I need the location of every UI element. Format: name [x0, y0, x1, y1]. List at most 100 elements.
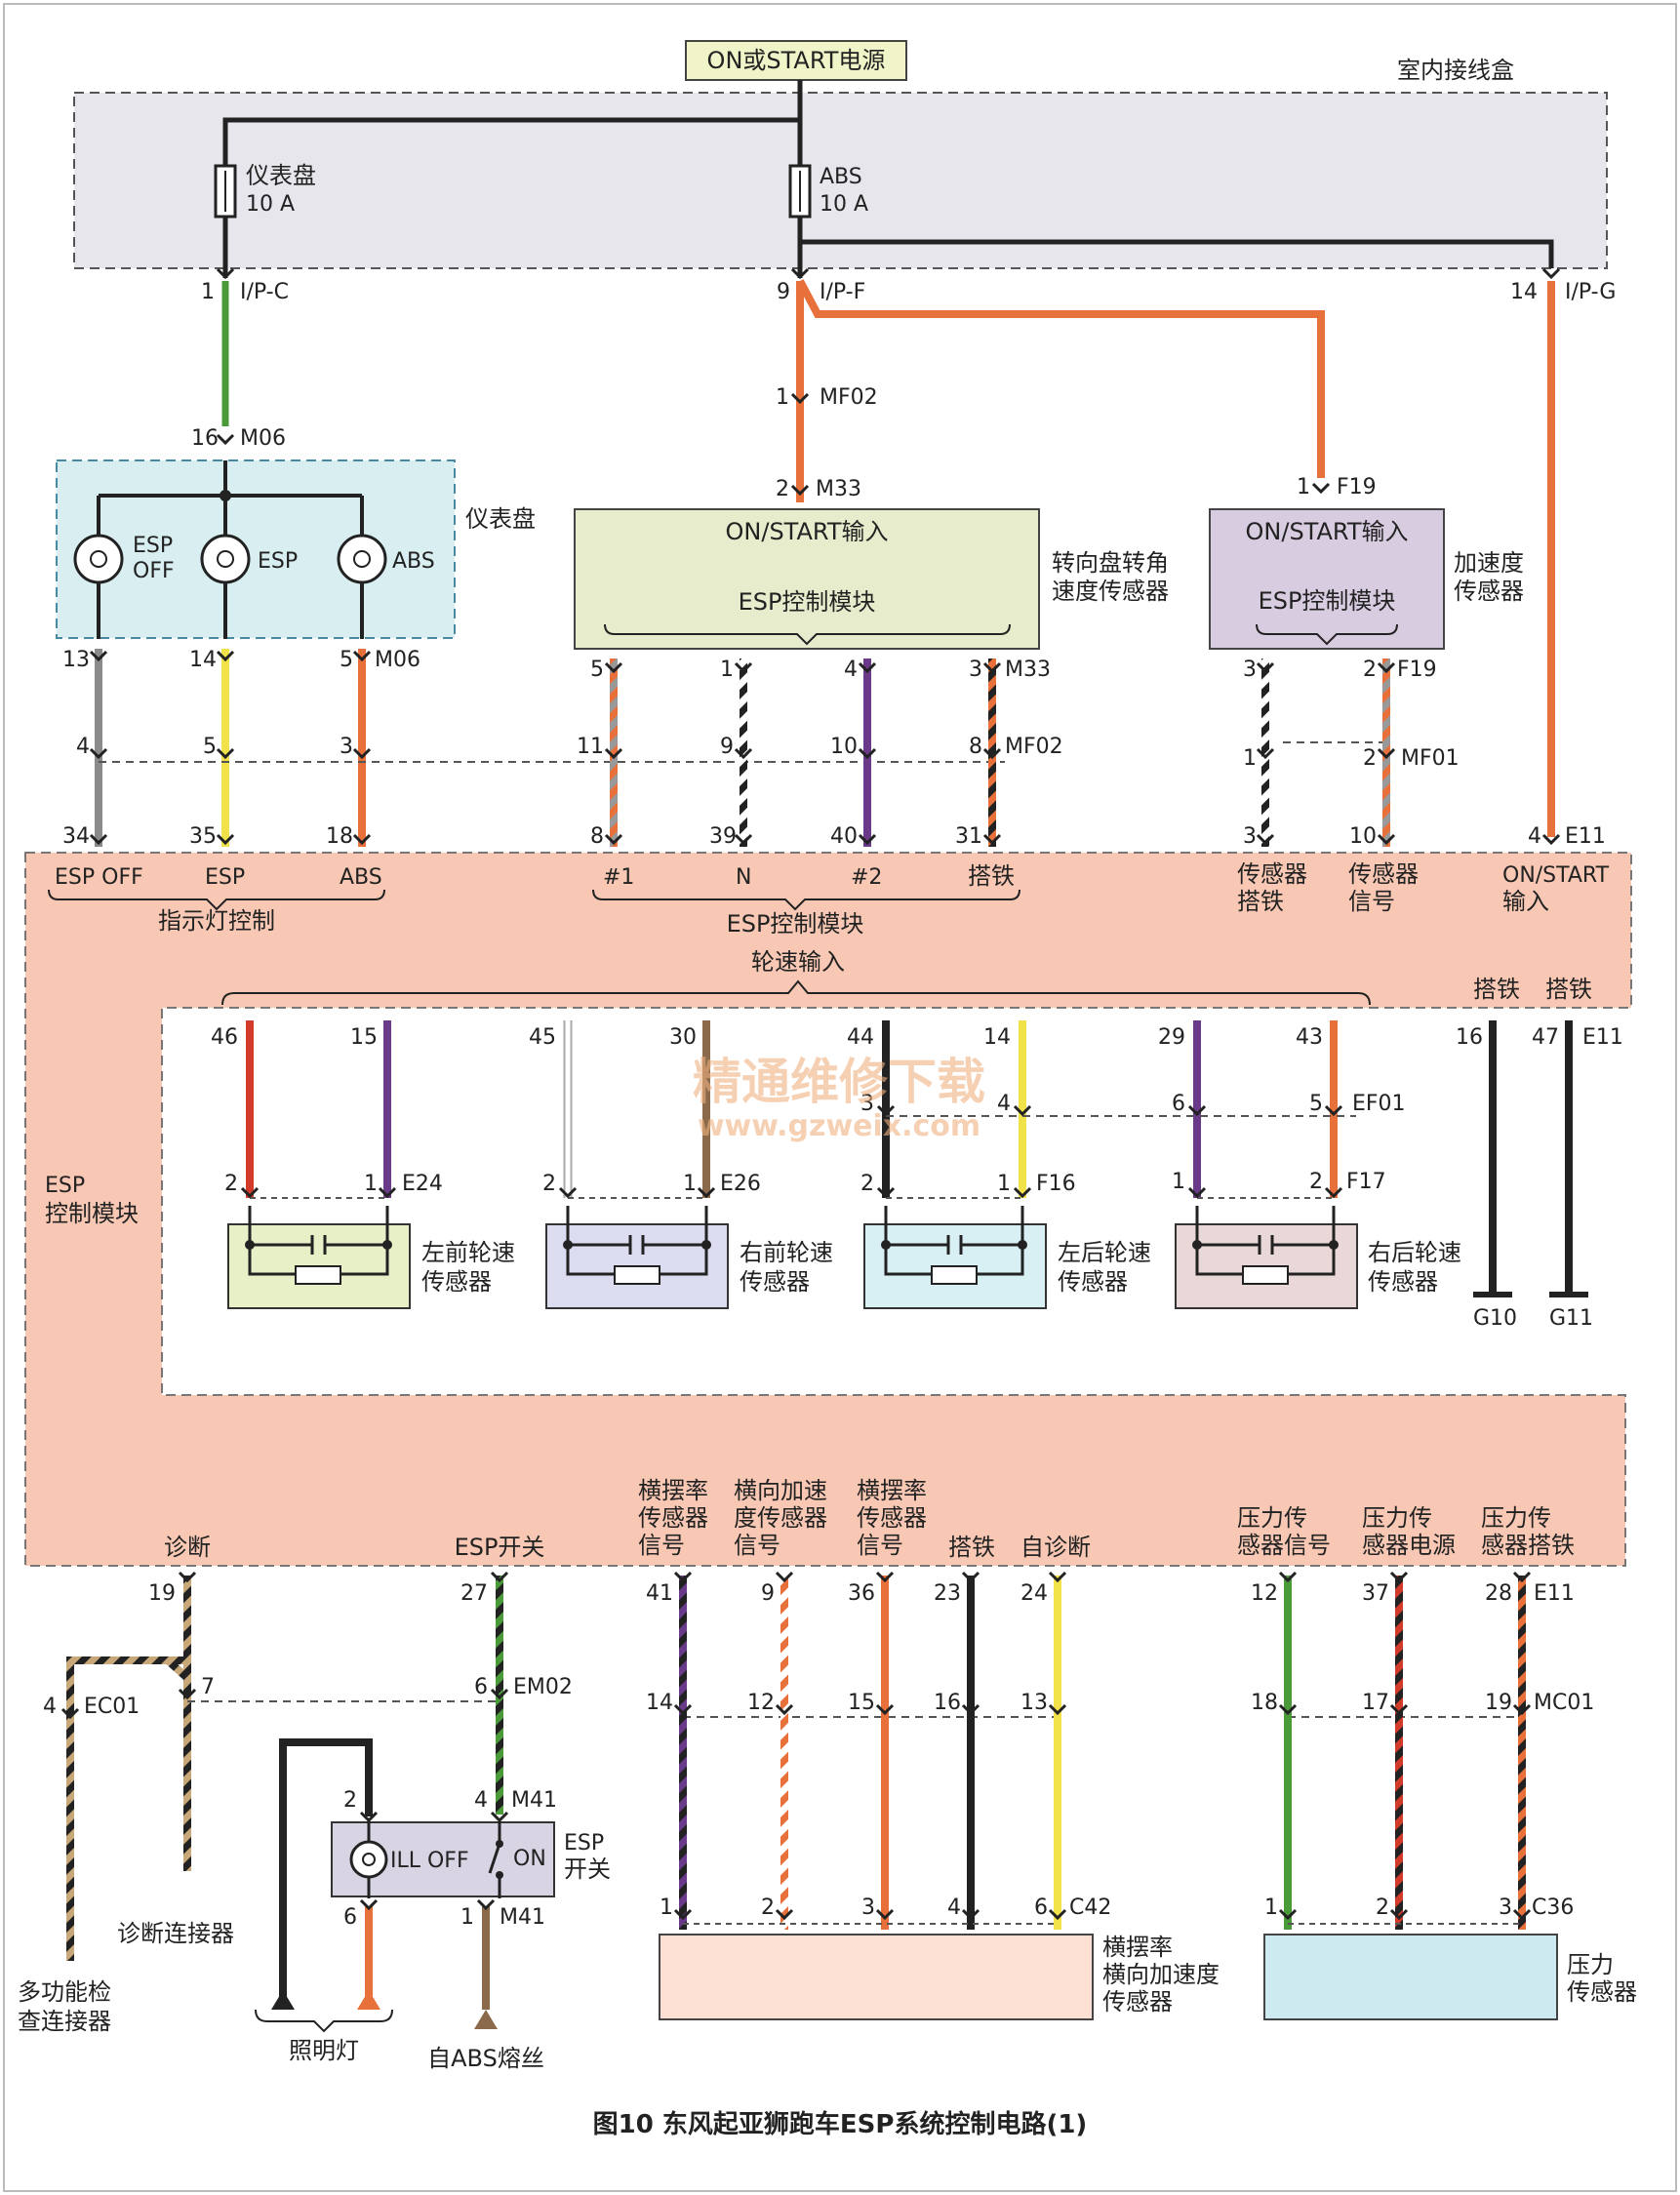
figure-caption: 图10 东风起亚狮跑车ESP系统控制电路(1): [593, 2109, 1088, 2139]
connector-label: E11: [1534, 1581, 1575, 1606]
connector-chevron: [216, 747, 235, 760]
connector-chevron: [1048, 1908, 1067, 1921]
connector-chevron: [1256, 833, 1275, 846]
ecu-bottom-label: 感器搭铁: [1481, 1532, 1575, 1559]
pin-label: 14: [646, 1691, 673, 1715]
pin-label: 9: [720, 735, 734, 759]
ecu-bottom-label: 诊断: [164, 1534, 211, 1561]
connector-chevron: [604, 747, 623, 760]
connector-chevron: [1278, 1571, 1298, 1583]
ecu-pin-label: ABS: [340, 865, 382, 890]
lamp-label: OFF: [133, 559, 175, 583]
connector-label: MC01: [1534, 1691, 1594, 1715]
pin-label: 15: [350, 1025, 378, 1050]
connector-chevron: [216, 650, 235, 662]
connector-chevron: [1278, 1703, 1298, 1716]
connector-chevron: [1256, 661, 1275, 674]
ecu-ground-label: 搭铁: [1473, 976, 1520, 1003]
pin-label: 3: [860, 1092, 874, 1116]
connector-label: M33: [816, 477, 861, 501]
ecu-pin-label: N: [736, 865, 751, 890]
ecu-bottom-label: 传感器: [857, 1504, 927, 1532]
ecu-bottom-label: 搭铁: [948, 1534, 995, 1561]
pin-label: 4: [474, 1788, 488, 1813]
pin-label: 1: [720, 658, 734, 682]
wheel-sensor-rf: [545, 1206, 729, 1309]
connector-label: E11: [1582, 1025, 1623, 1050]
pin-label: 34: [62, 824, 90, 849]
pin-label: 41: [646, 1581, 673, 1606]
pin-label: 1: [460, 1905, 474, 1930]
connector-chevron: [1278, 1908, 1298, 1921]
lamp-icon: [73, 534, 124, 584]
pin-label: 8: [969, 735, 982, 759]
wheel-sensor-rr: [1175, 1206, 1358, 1309]
connector-chevron: [476, 1898, 496, 1911]
fuse-rating: 10 A: [820, 192, 868, 217]
power-source-label: ON或START电源: [707, 47, 886, 74]
fuse-icon: [788, 164, 812, 219]
connector-chevron: [60, 1707, 80, 1720]
diag-connector-label: 诊断连接器: [117, 1920, 234, 1947]
multi-connector-label: 查连接器: [18, 2008, 111, 2035]
lamp-label: ABS: [392, 549, 435, 574]
pin-label: 30: [669, 1025, 697, 1050]
pin-label: 9: [777, 280, 790, 304]
wheel-sensor-name: 传感器: [421, 1268, 492, 1296]
pin-label: 17: [1362, 1691, 1389, 1715]
pin-label: 37: [1362, 1581, 1389, 1606]
connector-chevron: [604, 661, 623, 674]
pin-label: 19: [148, 1581, 176, 1606]
yaw-sensor-title: 横摆率: [1102, 1934, 1173, 1961]
junction-box-label: 室内接线盒: [1397, 57, 1514, 84]
pin-label: 19: [1485, 1691, 1512, 1715]
lamp-icon: [200, 534, 251, 584]
connector-label: M06: [375, 648, 420, 672]
pressure-sensor-title: 传感器: [1567, 1978, 1637, 2006]
ecu-side-label: ESP: [45, 1174, 85, 1198]
wheel-sensor-lf: [227, 1206, 411, 1309]
connector-chevron: [775, 1571, 794, 1583]
connector-chevron: [697, 1186, 716, 1199]
pin-label: 45: [529, 1025, 556, 1050]
connector-chevron: [490, 1571, 509, 1583]
connector-chevron: [858, 833, 877, 846]
connector-markers: [60, 267, 1561, 1921]
pin-label: 2: [776, 477, 789, 501]
pin-label: 4: [997, 1092, 1011, 1116]
pin-label: 18: [1251, 1691, 1278, 1715]
ecu-bottom-label: 感器信号: [1237, 1532, 1331, 1559]
ecu-bottom-label: 信号: [734, 1532, 780, 1559]
connector-chevron: [982, 747, 1002, 760]
pin-label: 6: [1034, 1896, 1048, 1920]
fuse-rating: 10 A: [246, 192, 295, 217]
pin-label: 2: [542, 1172, 556, 1196]
ecu-pin-label: 传感器: [1237, 860, 1307, 888]
connector-chevron: [1187, 1104, 1207, 1117]
connector-chevron: [875, 1908, 895, 1921]
wheel-sensor-name: 左后轮速: [1058, 1239, 1151, 1266]
connector-chevron: [673, 1908, 693, 1921]
pin-label: 4: [1528, 824, 1541, 849]
connector-chevron: [216, 267, 235, 280]
connector-chevron: [982, 661, 1002, 674]
switch-ill-label: ILL OFF: [390, 1849, 469, 1873]
connector-chevron: [558, 1186, 578, 1199]
connector-chevron: [876, 1186, 896, 1199]
module-label: ESP控制模块: [1259, 587, 1396, 615]
pin-label: 1: [1243, 746, 1257, 771]
connector-chevron: [1187, 1186, 1207, 1199]
pin-label: 40: [830, 824, 858, 849]
pin-label: 16: [1456, 1025, 1483, 1050]
pin-label: 6: [343, 1905, 357, 1930]
pin-label: 18: [326, 824, 353, 849]
pin-label: 1: [660, 1896, 673, 1920]
ecu-bottom-label: 压力传: [1362, 1504, 1432, 1532]
connector-chevron: [490, 1688, 509, 1700]
pin-label: 1: [1264, 1896, 1278, 1920]
pin-label: 1: [683, 1172, 697, 1196]
connector-label: F19: [1337, 475, 1377, 499]
pin-label: 16: [191, 426, 219, 451]
pin-label: 47: [1532, 1025, 1559, 1050]
connector-chevron: [876, 1104, 896, 1117]
